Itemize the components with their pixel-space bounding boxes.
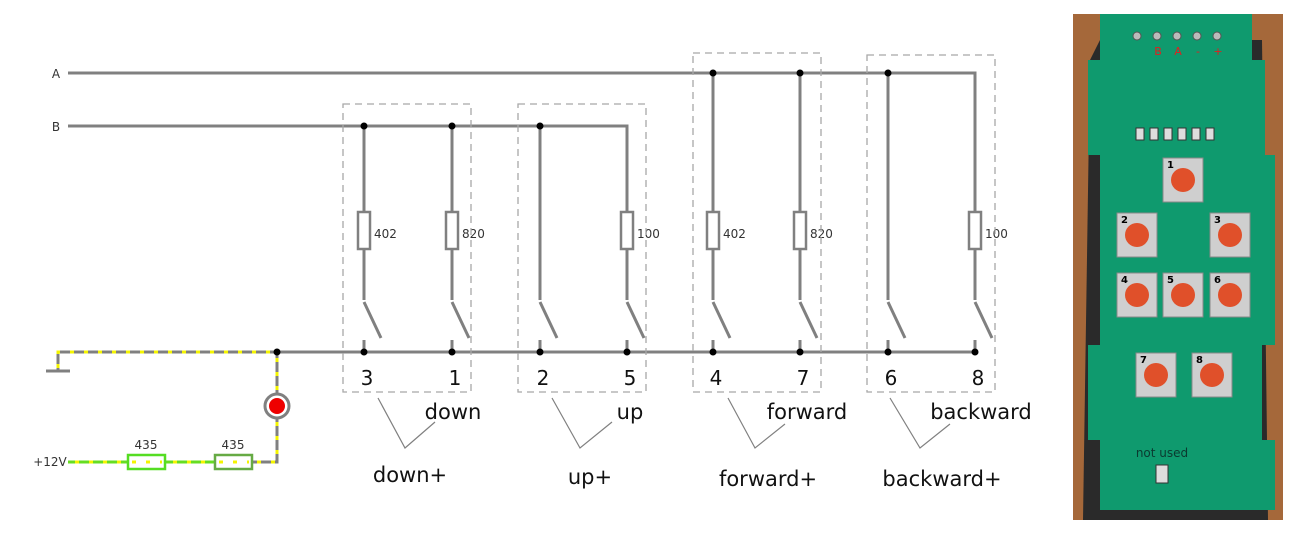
switch-number: 2	[537, 366, 550, 390]
bracket-down	[377, 397, 436, 449]
resistor-value: 402	[374, 227, 397, 241]
supply-label: +12V	[33, 455, 67, 469]
junction-dot	[884, 348, 892, 356]
group-label-backward: backward	[930, 400, 1032, 424]
pcb-button-number: 2	[1121, 215, 1128, 226]
resistor-value: 820	[810, 227, 833, 241]
switch-1	[450, 301, 471, 352]
pcb-button-number: 6	[1214, 275, 1221, 286]
combined-label-forward: forward+	[719, 467, 817, 491]
switch-number: 7	[797, 366, 810, 390]
bus-a-wire	[68, 71, 977, 300]
group-label-down: down	[425, 400, 482, 424]
junction-dot	[448, 348, 456, 356]
group-box-up	[517, 103, 647, 393]
combined-label-up: up+	[568, 465, 612, 489]
pcb-pin-label: A	[1174, 45, 1182, 58]
junction-dot	[709, 348, 717, 356]
pcb-button-number: 4	[1121, 275, 1128, 286]
switch-branches: 402 3 820 1 2 100 5 402 4 820 7 6 100 8	[356, 69, 1008, 390]
resistor-100	[967, 210, 983, 251]
switch-6	[886, 301, 907, 352]
resistor-value: 100	[985, 227, 1008, 241]
combined-label-down: down+	[373, 463, 447, 487]
junction-dot	[536, 348, 544, 356]
resistor-value: 820	[462, 227, 485, 241]
bracket-up	[551, 397, 613, 449]
supply-resistor-2-value: 435	[222, 438, 245, 452]
group-box-forward	[692, 52, 822, 393]
switch-number: 8	[972, 366, 985, 390]
junction-dot	[709, 69, 717, 77]
pcb-note: not used	[1136, 446, 1188, 460]
switch-7	[798, 301, 819, 352]
switch-number: 6	[885, 366, 898, 390]
group-label-up: up	[617, 400, 644, 424]
resistor-100	[619, 210, 635, 251]
junction-dot	[448, 122, 456, 130]
switch-3	[362, 301, 383, 352]
junction-dot	[884, 69, 892, 77]
pcb-pin-label: +	[1213, 45, 1222, 58]
switch-8	[973, 301, 994, 352]
switch-number: 5	[624, 366, 637, 390]
group-box-down	[342, 103, 472, 393]
pcb-pin-label: -	[1196, 45, 1200, 58]
resistor-820	[792, 210, 808, 251]
pcb-button-number: 7	[1140, 355, 1147, 366]
pcb-button-number: 3	[1214, 215, 1221, 226]
junction-dot	[360, 122, 368, 130]
bracket-forward	[727, 397, 786, 449]
switch-number: 4	[710, 366, 723, 390]
junction-dot	[796, 69, 804, 77]
bracket-backward	[889, 397, 951, 449]
pcb-button-number: 8	[1196, 355, 1203, 366]
bus-b-label: B	[52, 120, 60, 134]
group-label-forward: forward	[767, 400, 848, 424]
switch-2	[538, 301, 559, 352]
switch-5	[625, 301, 646, 352]
switch-number: 1	[449, 366, 462, 390]
pcb-button-number: 1	[1167, 160, 1174, 171]
pcb-button-number: 5	[1167, 275, 1174, 286]
junction-dot	[796, 348, 804, 356]
group-box-backward	[866, 54, 996, 393]
resistor-402	[356, 210, 372, 251]
resistor-820	[444, 210, 460, 251]
switch-4	[711, 301, 732, 352]
junction-dot	[971, 348, 979, 356]
bus-b-wire	[68, 124, 629, 212]
junction-dot	[536, 122, 544, 130]
pcb-pin-label: B	[1154, 45, 1162, 58]
switch-number: 3	[361, 366, 374, 390]
junction-dot	[360, 348, 368, 356]
supply-resistor-1-value: 435	[135, 438, 158, 452]
resistor-402	[705, 210, 721, 251]
combined-label-backward: backward+	[882, 467, 1001, 491]
junction-dot	[623, 348, 631, 356]
resistor-value: 100	[637, 227, 660, 241]
bus-a-label: A	[52, 67, 61, 81]
common-wire	[56, 350, 975, 370]
resistor-value: 402	[723, 227, 746, 241]
